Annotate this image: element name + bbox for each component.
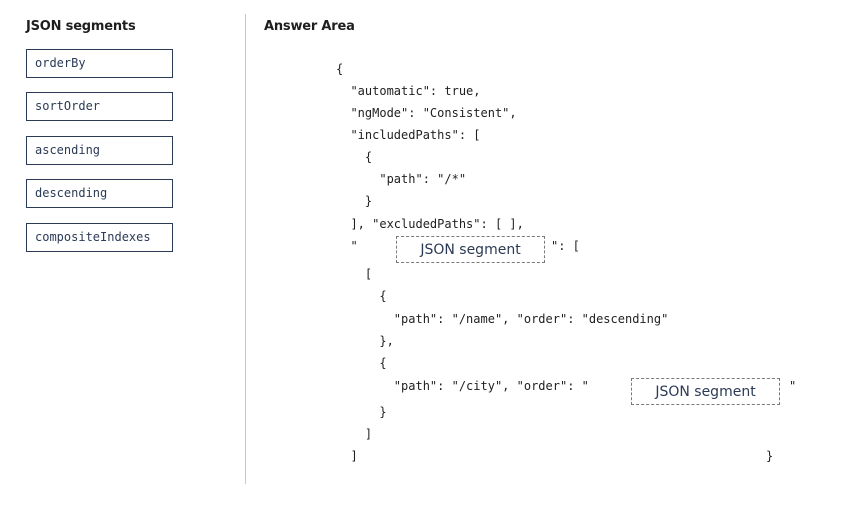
segment-descending[interactable]: descending [26, 179, 173, 208]
code-line: { [336, 62, 344, 76]
panel-divider [245, 14, 246, 484]
code-line: [ [336, 267, 373, 281]
code-line: ] [336, 449, 358, 463]
answer-area-heading: Answer Area [264, 19, 355, 34]
code-line: }, [336, 334, 394, 348]
code-line: { [336, 356, 387, 370]
code-line: { [336, 289, 387, 303]
code-line: " [789, 379, 797, 393]
code-line: "includedPaths": [ [336, 128, 481, 142]
drop-target-order-value[interactable]: JSON segment [631, 378, 780, 405]
segment-sortorder[interactable]: sortOrder [26, 92, 173, 121]
code-line: } [336, 405, 387, 419]
code-line: "ngMode": "Consistent", [336, 106, 517, 120]
segment-orderby[interactable]: orderBy [26, 49, 173, 78]
code-line: } [766, 449, 774, 463]
code-line: ": [ [551, 239, 580, 253]
code-line: "path": "/*" [336, 172, 467, 186]
code-line: } [336, 194, 373, 208]
code-line: ] [336, 427, 373, 441]
code-line: "automatic": true, [336, 84, 481, 98]
drop-target-index-type[interactable]: JSON segment [396, 236, 545, 263]
code-line: ], "excludedPaths": [ ], [336, 217, 524, 231]
segment-compositeindexes[interactable]: compositeIndexes [26, 223, 173, 252]
code-line: " [336, 239, 358, 253]
segment-ascending[interactable]: ascending [26, 136, 173, 165]
json-segments-heading: JSON segments [26, 19, 136, 34]
code-line: { [336, 150, 373, 164]
code-line: "path": "/city", "order": " [336, 379, 589, 393]
code-line: "path": "/name", "order": "descending" [336, 312, 669, 326]
